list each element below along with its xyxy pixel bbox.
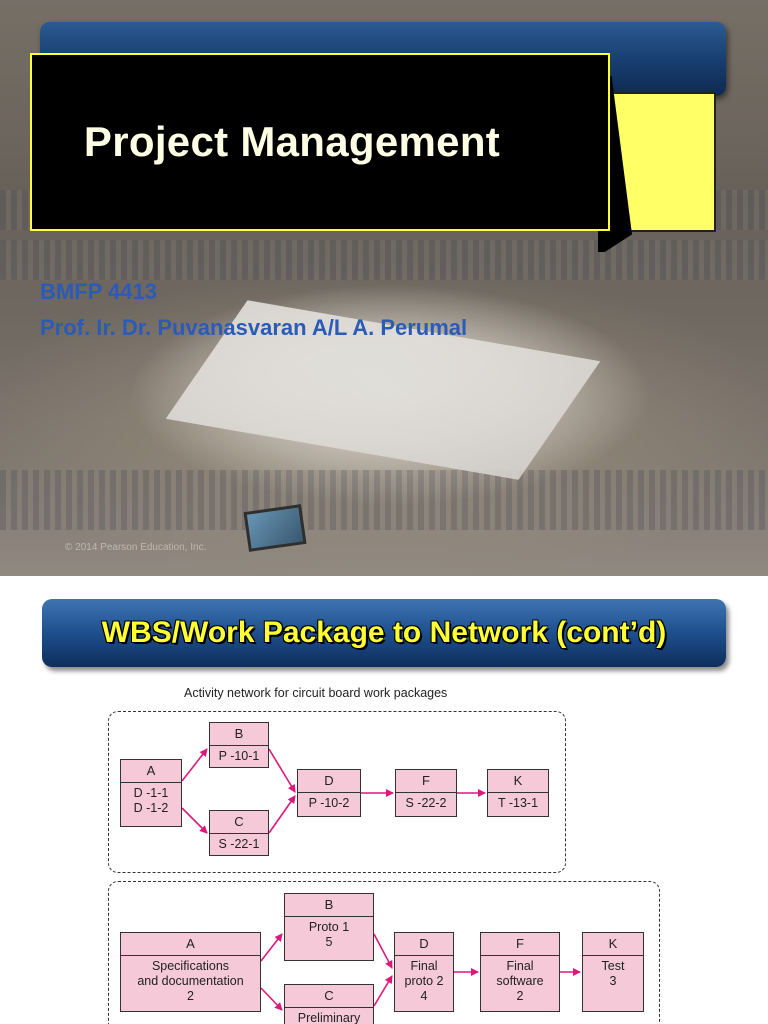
node-k: K T -13-1	[487, 769, 549, 817]
node-f-detail: F Final software 2	[480, 932, 560, 1012]
node-code: S -22-1	[210, 834, 268, 852]
lecturer-name: Prof. Ir. Dr. Puvanasvaran A/L A. Peruma…	[40, 315, 467, 341]
node-code: D -1-2	[121, 801, 181, 816]
node-text: Test	[583, 956, 643, 974]
node-label: K	[488, 770, 548, 793]
node-d-detail: D Final proto 2 4	[394, 932, 454, 1012]
node-f: F S -22-2	[395, 769, 457, 817]
slide-title: Project Management	[84, 118, 500, 166]
node-a: A D -1-1 D -1-2	[120, 759, 182, 827]
node-b-detail: B Proto 1 5	[284, 893, 374, 961]
node-d: D P -10-2	[297, 769, 361, 817]
figure-caption: Activity network for circuit board work …	[184, 686, 447, 700]
node-text: and documentation	[121, 974, 260, 989]
course-code: BMFP 4413	[40, 279, 157, 305]
node-code: S -22-2	[396, 793, 456, 811]
copyright-notice: © 2014 Pearson Education, Inc.	[65, 542, 206, 553]
slide-title: WBS/Work Package to Network (cont’d)	[102, 616, 667, 650]
node-c-detail: C Preliminary	[284, 984, 374, 1024]
node-k-detail: K Test 3	[582, 932, 644, 1012]
node-text: proto 2	[395, 974, 453, 989]
node-duration: 3	[583, 974, 643, 989]
node-code: P -10-2	[298, 793, 360, 811]
node-duration: 5	[285, 935, 373, 950]
node-b: B P -10-1	[209, 722, 269, 768]
title-box: Project Management	[30, 53, 610, 231]
node-text: software	[481, 974, 559, 989]
node-a-detail: A Specifications and documentation 2	[120, 932, 261, 1012]
node-label: A	[121, 933, 260, 956]
node-code: T -13-1	[488, 793, 548, 811]
node-label: F	[396, 770, 456, 793]
node-text: Proto 1	[285, 917, 373, 935]
node-text: Final	[395, 956, 453, 974]
node-label: D	[395, 933, 453, 956]
node-label: C	[210, 811, 268, 834]
node-label: A	[121, 760, 181, 783]
node-text: Final	[481, 956, 559, 974]
node-c: C S -22-1	[209, 810, 269, 856]
title-slide: Project Management BMFP 4413 Prof. Ir. D…	[0, 0, 768, 576]
node-duration: 2	[481, 989, 559, 1004]
node-duration: 2	[121, 989, 260, 1004]
node-code: D -1-1	[121, 783, 181, 801]
node-label: K	[583, 933, 643, 956]
node-text: Specifications	[121, 956, 260, 974]
node-label: B	[210, 723, 268, 746]
node-label: D	[298, 770, 360, 793]
node-text: Preliminary	[285, 1008, 373, 1024]
node-label: F	[481, 933, 559, 956]
node-duration: 4	[395, 989, 453, 1004]
node-label: C	[285, 985, 373, 1008]
node-label: B	[285, 894, 373, 917]
node-code: P -10-1	[210, 746, 268, 764]
slide-header: WBS/Work Package to Network (cont’d)	[42, 599, 726, 667]
network-slide: WBS/Work Package to Network (cont’d) Act…	[0, 576, 768, 1024]
